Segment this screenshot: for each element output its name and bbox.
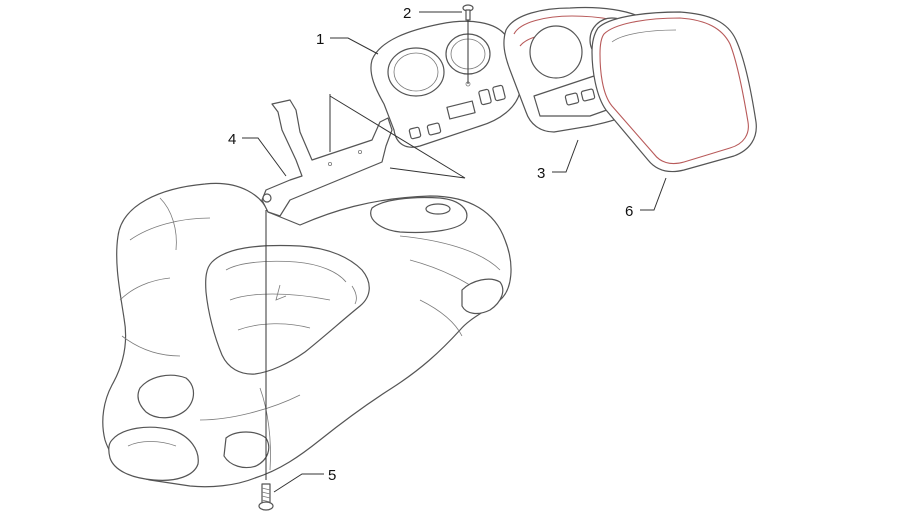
callout-2: 2 bbox=[403, 5, 411, 22]
callout-6: 6 bbox=[625, 203, 633, 220]
part-5-screw bbox=[258, 483, 274, 511]
callout-1: 1 bbox=[316, 31, 324, 48]
callout-3: 3 bbox=[537, 165, 545, 182]
callout-labels: 1 2 3 4 5 6 bbox=[228, 5, 633, 484]
part-4-bracket bbox=[261, 99, 393, 217]
assembly-lines bbox=[265, 20, 469, 480]
callout-5: 5 bbox=[328, 467, 336, 484]
callout-4: 4 bbox=[228, 131, 236, 148]
part-6-gasket bbox=[591, 11, 757, 173]
part-2-screw bbox=[462, 4, 474, 21]
part-1-dashboard-plate bbox=[370, 20, 521, 148]
handlebar-cover bbox=[102, 182, 512, 488]
callout-leaders bbox=[242, 11, 667, 493]
